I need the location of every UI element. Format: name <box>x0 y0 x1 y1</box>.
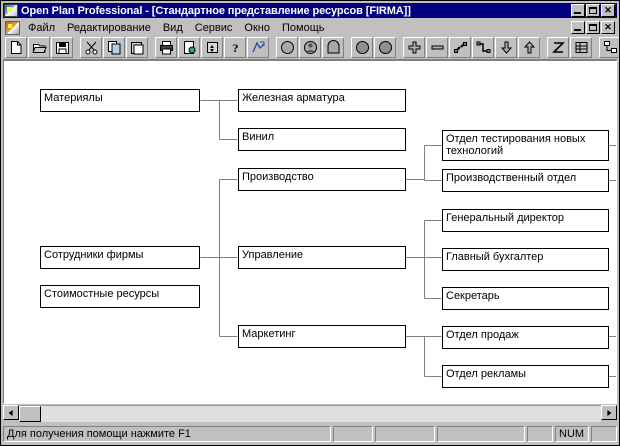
mdi-minimize-button[interactable] <box>571 21 585 34</box>
status-hint: Для получения помощи нажмите F1 <box>3 426 331 442</box>
node-label: Производство <box>242 171 314 183</box>
maximize-button[interactable] <box>586 4 600 17</box>
node-label: Стоимостные ресурсы <box>44 288 160 300</box>
layout-tree-icon[interactable] <box>599 37 619 58</box>
link-icon[interactable] <box>449 37 471 58</box>
node-label: Секретарь <box>446 290 500 302</box>
node-materialy[interactable]: Материялы <box>40 89 200 112</box>
menu-item-tools[interactable]: Сервис <box>194 21 233 34</box>
sort-updown-icon[interactable] <box>201 37 223 58</box>
resource-breakdown-diagram: Материялы Сотрудники фирмы Стоимостные р… <box>4 61 616 403</box>
scroll-thumb[interactable] <box>19 406 41 422</box>
window-controls: ✕ <box>571 4 616 17</box>
node-generalnyy-direktor[interactable]: Генеральный директор <box>442 209 609 232</box>
node-label: Маркетинг <box>242 328 296 340</box>
window-title: Open Plan Professional - [Стандартное пр… <box>21 4 411 17</box>
resource-dot2-icon[interactable] <box>374 37 396 58</box>
print-preview-icon[interactable] <box>178 37 200 58</box>
node-otdel-prodazh[interactable]: Отдел продаж <box>442 326 609 349</box>
status-pane-3 <box>375 426 435 442</box>
resource-shape-icon[interactable] <box>322 37 344 58</box>
node-label: Сотрудники фирмы <box>44 249 144 261</box>
menu-item-view[interactable]: Вид <box>162 21 183 34</box>
close-button[interactable]: ✕ <box>601 4 615 17</box>
status-pane-5 <box>527 426 553 442</box>
node-label: Винил <box>242 131 275 143</box>
minimize-button[interactable] <box>571 4 585 17</box>
node-label: Производственный отдел <box>446 172 577 184</box>
remove-minus-icon[interactable] <box>426 37 448 58</box>
menu-item-help[interactable]: Помощь <box>281 21 325 34</box>
resource-person-icon[interactable] <box>299 37 321 58</box>
node-label: Главный бухгалтер <box>446 251 544 263</box>
scroll-left-arrow-icon[interactable] <box>3 405 19 420</box>
node-sekretar[interactable]: Секретарь <box>442 287 609 310</box>
document-icon[interactable] <box>5 20 20 35</box>
mdi-close-button[interactable]: ✕ <box>601 21 615 34</box>
mdi-child-controls: ✕ <box>571 21 617 34</box>
node-otdel-testirovaniya[interactable]: Отдел тестирования новых технологий <box>442 130 609 161</box>
move-down-arrow-icon[interactable] <box>495 37 517 58</box>
node-label: Отдел рекламы <box>446 368 527 380</box>
menu-item-window[interactable]: Окно <box>244 21 270 34</box>
node-label: Управление <box>242 249 304 261</box>
horizontal-scrollbar[interactable] <box>3 405 617 422</box>
node-label: Отдел продаж <box>446 329 519 341</box>
paste-clipboard-icon[interactable] <box>126 37 148 58</box>
zigzag-icon[interactable] <box>547 37 569 58</box>
node-sotrudniki-firmy[interactable]: Сотрудники фирмы <box>40 246 200 269</box>
node-glavnyy-buhgalter[interactable]: Главный бухгалтер <box>442 248 609 271</box>
menu-item-file[interactable]: Файл <box>28 21 56 34</box>
scroll-track[interactable] <box>19 405 601 422</box>
connector-lines <box>200 100 616 377</box>
status-num-indicator: NUM <box>555 426 589 442</box>
svg-text:?: ? <box>232 41 238 55</box>
resource-dot-icon[interactable] <box>351 37 373 58</box>
help-question-icon[interactable]: ? <box>224 37 246 58</box>
node-otdel-reklamy[interactable]: Отдел рекламы <box>442 365 609 388</box>
status-pane-4 <box>437 426 525 442</box>
open-folder-icon[interactable] <box>28 37 50 58</box>
save-disk-icon[interactable] <box>51 37 73 58</box>
resource-circle-icon[interactable] <box>276 37 298 58</box>
node-marketing[interactable]: Маркетинг <box>238 325 406 348</box>
copy-icon[interactable] <box>103 37 125 58</box>
mdi-restore-button[interactable] <box>586 21 600 34</box>
menu-bar: Файл Редактирование Вид Сервис Окно Помо… <box>3 19 617 36</box>
new-icon[interactable] <box>5 37 27 58</box>
node-label: Материялы <box>44 92 103 104</box>
cut-scissors-icon[interactable] <box>80 37 102 58</box>
node-vinil[interactable]: Винил <box>238 128 406 151</box>
grid-table-icon[interactable] <box>570 37 592 58</box>
status-pane-7 <box>591 426 617 442</box>
node-proizvodstvo[interactable]: Производство <box>238 168 406 191</box>
node-zheleznaya-armatura[interactable]: Железная арматура <box>238 89 406 112</box>
title-bar: Open Plan Professional - [Стандартное пр… <box>3 3 617 18</box>
toolbar: ? <box>3 36 619 60</box>
status-pane-2 <box>333 426 373 442</box>
move-up-arrow-icon[interactable] <box>518 37 540 58</box>
node-label: Генеральный директор <box>446 212 564 224</box>
openplan-app-icon <box>4 4 18 17</box>
scroll-right-arrow-icon[interactable] <box>601 405 617 420</box>
node-label: Железная арматура <box>242 92 345 104</box>
node-label: Отдел тестирования новых технологий <box>446 133 586 157</box>
add-plus-icon[interactable] <box>403 37 425 58</box>
node-proizvodstvennyy-otdel[interactable]: Производственный отдел <box>442 169 609 192</box>
unlink-icon[interactable] <box>472 37 494 58</box>
context-help-icon[interactable] <box>247 37 269 58</box>
diagram-client-area[interactable]: Материялы Сотрудники фирмы Стоимостные р… <box>3 60 617 404</box>
menu-item-edit[interactable]: Редактирование <box>67 21 151 34</box>
node-upravlenie[interactable]: Управление <box>238 246 406 269</box>
node-stoimostnye-resursy[interactable]: Стоимостные ресурсы <box>40 285 200 308</box>
print-icon[interactable] <box>155 37 177 58</box>
status-bar: Для получения помощи нажмите F1 NUM <box>3 425 617 443</box>
